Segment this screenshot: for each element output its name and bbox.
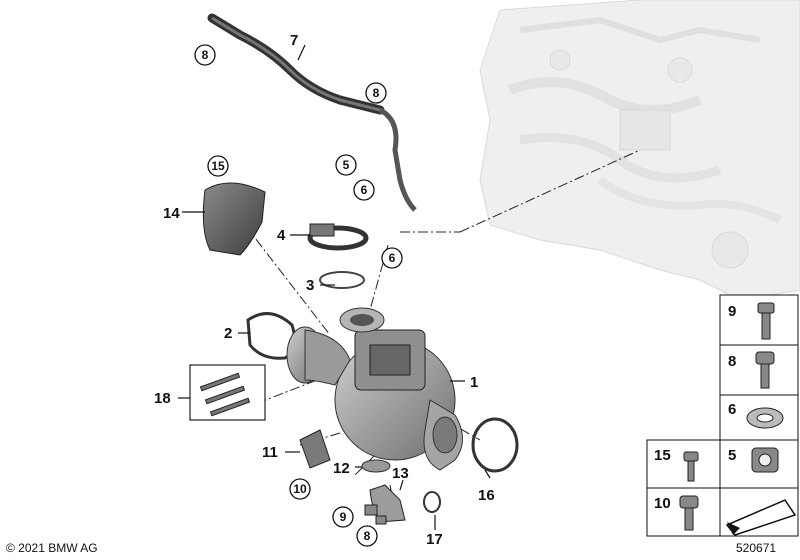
bolt-icon-15	[683, 451, 699, 482]
circled-callout-9: 9	[332, 506, 354, 528]
callout-4: 4	[277, 227, 286, 244]
circled-callout-8-top: 8	[194, 44, 216, 66]
svg-text:9: 9	[340, 510, 347, 524]
clamp-part-4	[307, 223, 369, 251]
svg-text:6: 6	[389, 251, 396, 265]
coolant-line-part-7	[207, 13, 417, 212]
callout-11: 11	[262, 444, 278, 461]
circled-callouts: 8 8 5 6 15 6 10 9	[194, 44, 403, 547]
svg-text:5: 5	[343, 158, 350, 172]
banjo-bolt-icon-5	[751, 447, 779, 473]
gasket-part-12	[361, 459, 391, 473]
svg-text:8: 8	[202, 48, 209, 62]
document-number: 520671	[736, 541, 777, 555]
parts-legend-grid: 9 8 6 15 5 10	[646, 294, 799, 537]
circled-callout-8-mid: 8	[365, 82, 387, 104]
circled-callout-6-upper: 6	[353, 179, 375, 201]
callout-12: 12	[333, 460, 350, 477]
engine-block-illustration	[479, 0, 800, 301]
callout-ticks	[178, 44, 491, 530]
legend-cell-9: 9	[728, 303, 736, 320]
callout-14: 14	[163, 205, 180, 222]
callout-18: 18	[154, 390, 171, 407]
circled-callout-15: 15	[207, 155, 229, 177]
washer-icon-6	[746, 407, 784, 429]
seal-ring-part-17	[423, 491, 441, 513]
turbocharger-part-1	[286, 307, 463, 471]
callout-2: 2	[224, 325, 232, 342]
callout-1: 1	[470, 374, 478, 391]
callout-16: 16	[478, 487, 495, 504]
svg-text:15: 15	[211, 159, 225, 173]
bolt-icon-10	[679, 495, 699, 531]
gasket-part-3	[319, 271, 365, 289]
copyright-text: © 2021 BMW AG	[6, 541, 98, 555]
circled-callout-6-lower: 6	[381, 247, 403, 269]
svg-text:10: 10	[293, 482, 307, 496]
bolt-icon-8	[755, 351, 775, 389]
legend-cell-15: 15	[654, 447, 671, 464]
circled-callout-8-bottom: 8	[356, 525, 378, 547]
part-18-kit-box	[189, 364, 266, 421]
callout-13: 13	[392, 465, 409, 482]
leader-lines	[239, 149, 641, 511]
gasket-part-16	[471, 417, 519, 473]
callout-3: 3	[306, 277, 314, 294]
legend-cell-5: 5	[728, 447, 736, 464]
bracket-part-11	[299, 429, 331, 469]
direction-arrow-icon	[725, 499, 797, 536]
circled-callout-10: 10	[289, 478, 311, 500]
callout-17: 17	[426, 531, 443, 548]
circled-callout-5: 5	[335, 154, 357, 176]
legend-cell-10: 10	[654, 495, 671, 512]
svg-text:8: 8	[373, 86, 380, 100]
legend-cell-8: 8	[728, 353, 736, 370]
callout-7: 7	[290, 32, 298, 49]
svg-text:6: 6	[361, 183, 368, 197]
small-bolt-parts	[364, 504, 387, 525]
callout-labels: 7 14 4 3 2 1 18 11 12 13 16 17	[154, 32, 495, 548]
oil-pipe-part-13	[369, 484, 406, 523]
heat-shield-part-14	[202, 182, 266, 256]
svg-text:8: 8	[364, 529, 371, 543]
bolt-icon-9	[757, 302, 775, 340]
legend-cell-6: 6	[728, 401, 736, 418]
